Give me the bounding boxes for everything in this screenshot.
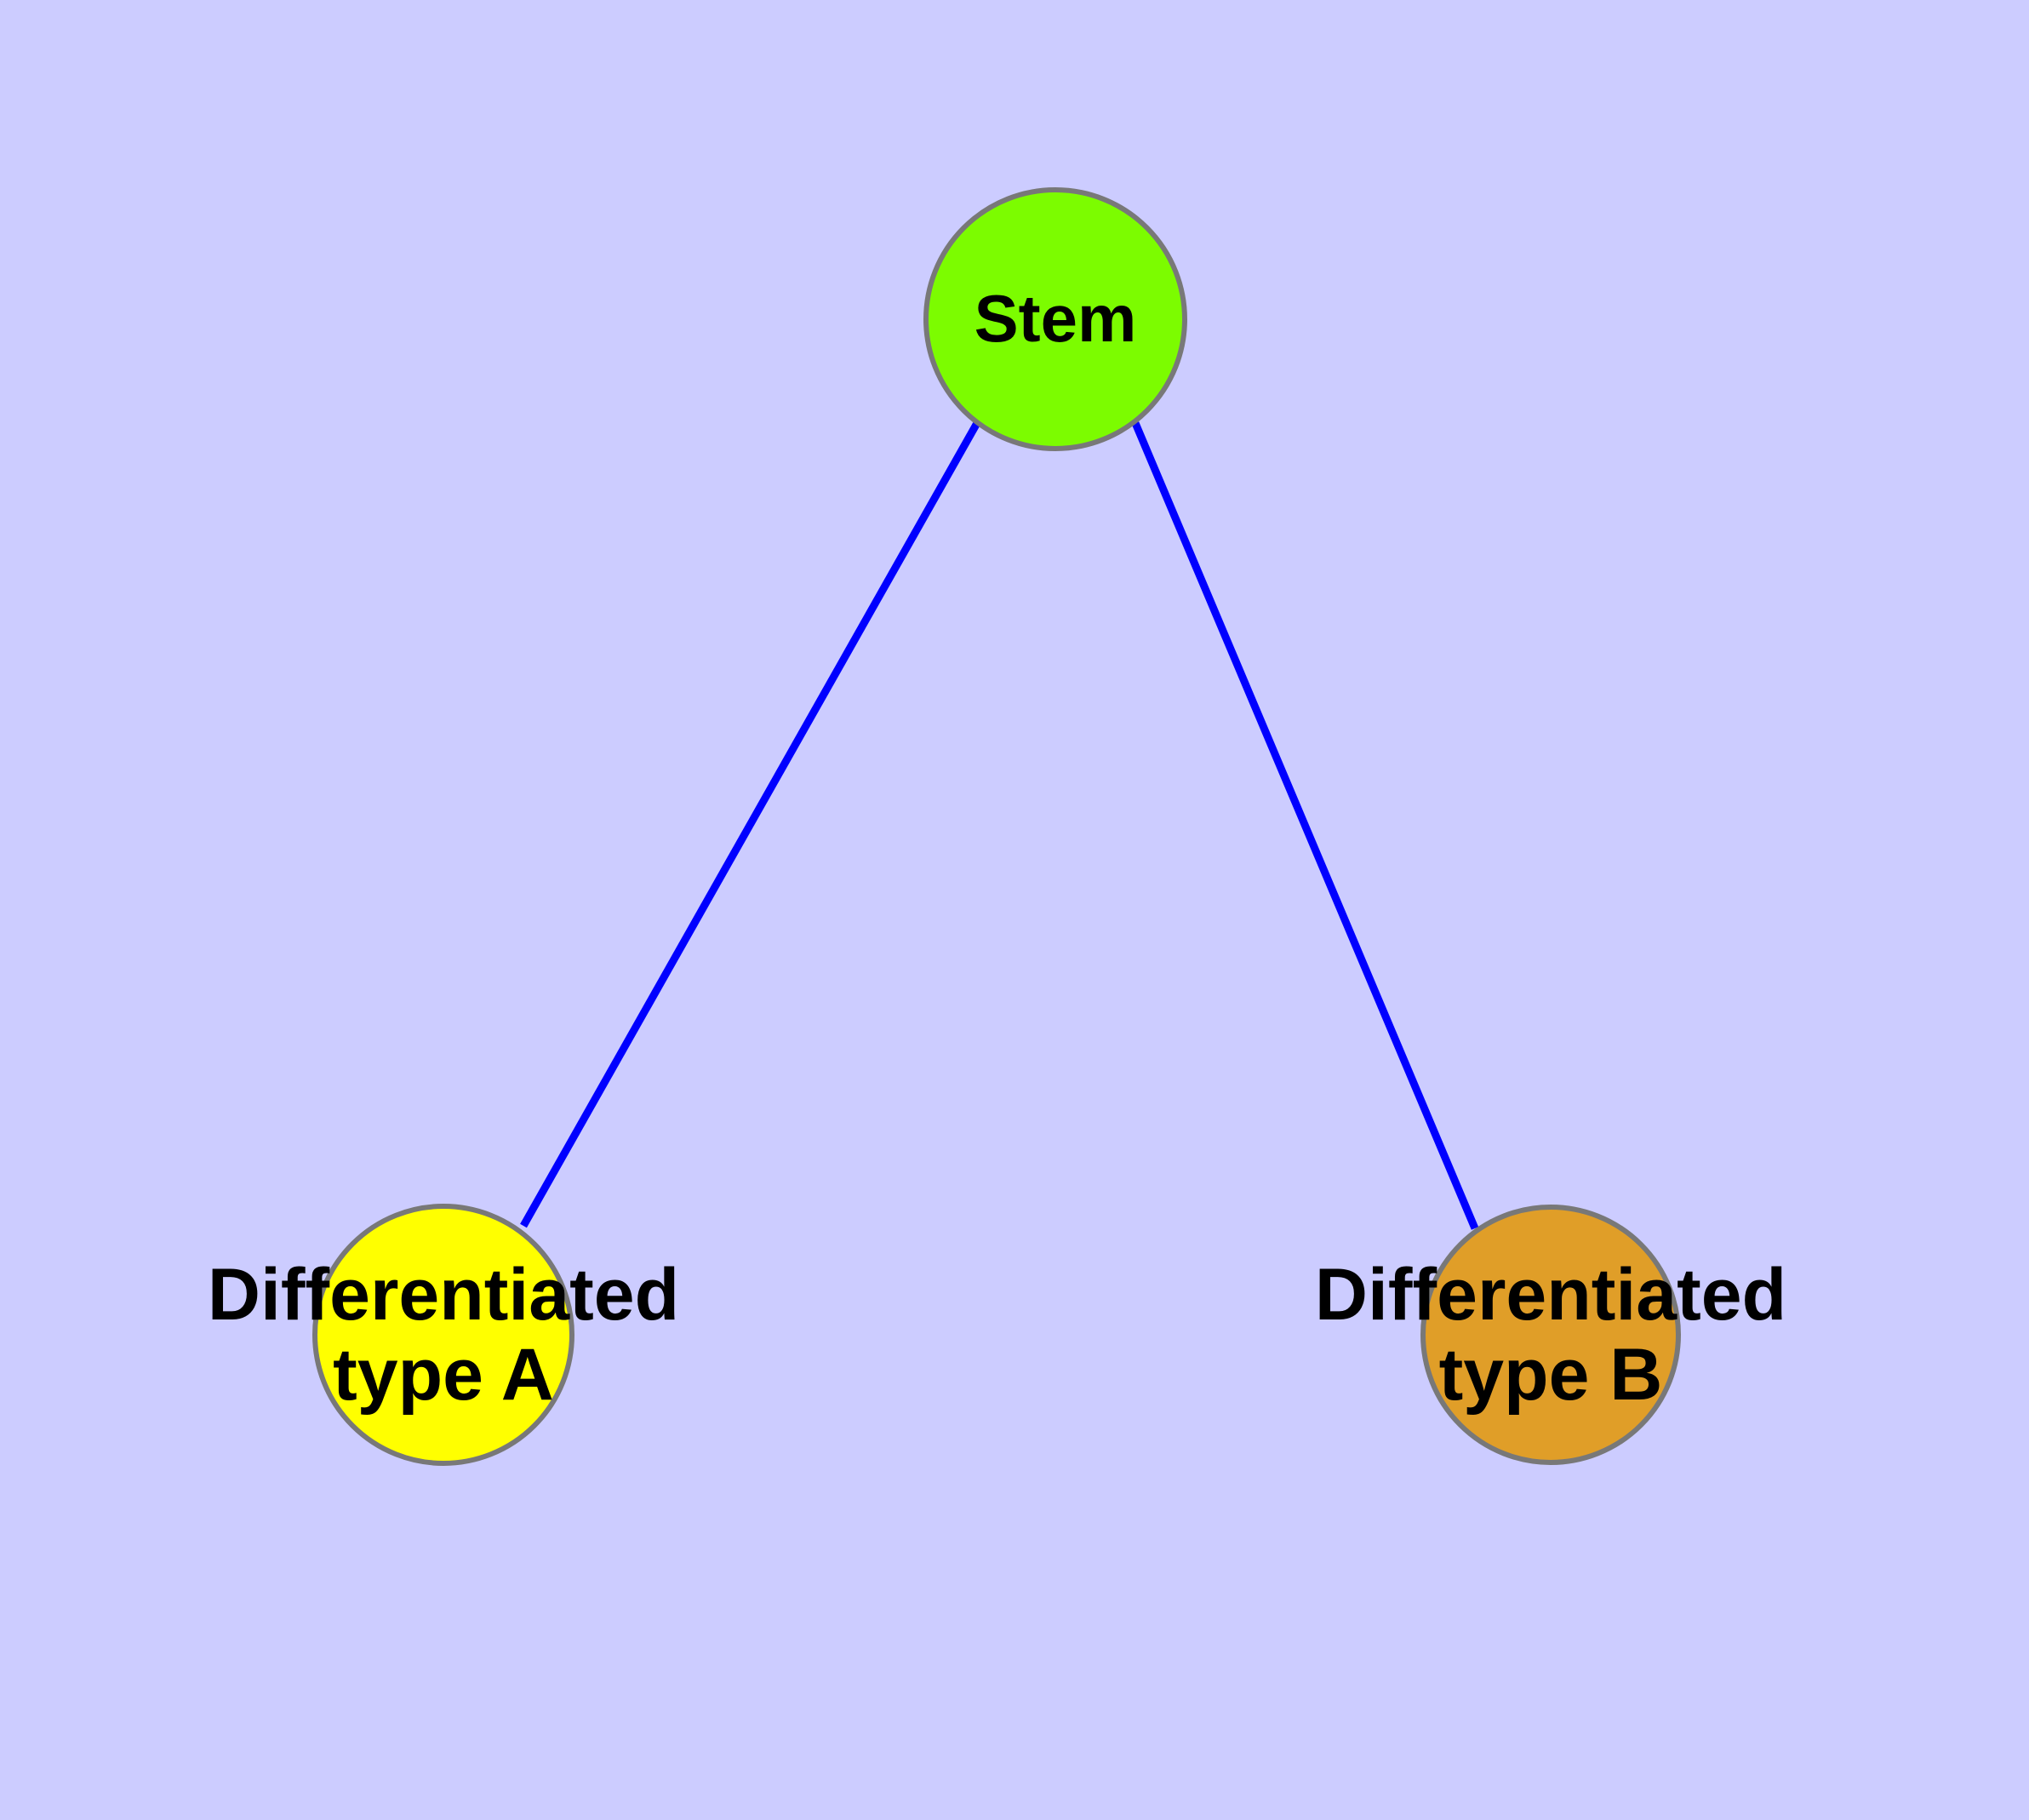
node-layer: [312, 187, 1681, 1466]
edge-stem-to-diff-b[interactable]: [1131, 421, 1479, 1230]
node-differentiated-type-b[interactable]: [1420, 1205, 1681, 1465]
edge-layer: [520, 421, 1479, 1230]
edge-stem-to-diff-a[interactable]: [520, 421, 980, 1228]
node-stem[interactable]: [923, 187, 1187, 451]
node-differentiated-type-a[interactable]: [312, 1204, 574, 1466]
